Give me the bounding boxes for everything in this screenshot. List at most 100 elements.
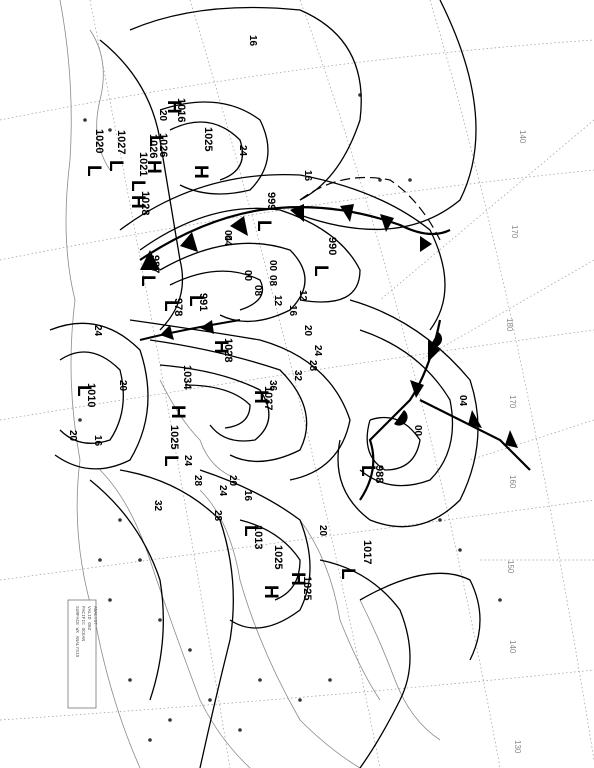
pressure-center-type: H [210, 340, 231, 354]
isobar-label: 36 [267, 380, 278, 392]
pressure-center-value: 990 [326, 237, 338, 255]
pressure-center-type: L [83, 165, 104, 177]
pressure-center-type: L [337, 568, 358, 580]
pressure-center-value: 1025 [168, 425, 180, 449]
pressure-center-value: 1021 [137, 152, 149, 176]
isobar-label: 20 [317, 525, 328, 537]
info-line: SURFACE WX ANALYSIS [74, 606, 80, 658]
pressure-center-type: L [185, 295, 206, 307]
pressure-center-value: 1025 [202, 127, 214, 151]
pressure-center-type: H [250, 390, 271, 404]
isobar-label: 04 [222, 230, 233, 242]
isobar-label: 00 [267, 260, 278, 272]
longitude-label: 170 [508, 395, 517, 409]
longitude-labels: 140 170 180 170 160 150 140 130 [505, 130, 527, 754]
info-box-frame [67, 599, 97, 709]
pressure-center-type: L [105, 160, 126, 172]
info-line: VALID 00Z [86, 606, 92, 631]
pressure-center-value: 1028 [222, 338, 234, 362]
pressure-center-type: L [253, 220, 274, 232]
pressure-center-type: H [260, 585, 281, 599]
longitude-label: 170 [510, 225, 519, 239]
isobar-label: 32 [152, 500, 163, 512]
pressure-center-value: 1025 [272, 545, 284, 569]
isobar-label: 24 [237, 145, 248, 157]
pressure-center-value: 991 [197, 293, 209, 311]
pressure-center-value: 987 [149, 255, 161, 273]
info-box: SURFACE WX ANALYSIS PACIFIC OCEAN VALID … [67, 599, 98, 709]
isobar-label: 20 [227, 475, 238, 487]
coastlines [59, 0, 441, 768]
isobar-label: 12 [272, 295, 283, 307]
pressure-center-value: 1016 [175, 98, 187, 122]
pressure-center-value: 1034 [181, 365, 193, 390]
pressure-center: L 999 [253, 192, 277, 232]
station-plots [78, 93, 502, 742]
pressure-center-type: H [190, 165, 211, 179]
longitude-label: 140 [508, 640, 517, 654]
pressure-center-value: 1017 [361, 540, 373, 564]
info-line: ANALYST [92, 606, 98, 625]
pressure-center: L 1021 [127, 152, 149, 192]
isobar-label: 24 [217, 485, 228, 497]
pressure-center-type: L [310, 265, 331, 277]
isobar-label: 04 [457, 395, 468, 407]
pressure-center-value: 1025 [301, 576, 313, 600]
pressure-center-value: 988 [373, 465, 385, 483]
pressure-center-type: L [73, 385, 94, 397]
pressure-center-value: 1026 [147, 134, 159, 158]
isobar-label: 16 [287, 305, 298, 317]
pressure-center-value: 1026 [157, 133, 169, 157]
pressure-center-value: 1037 [262, 386, 274, 410]
isobar-label: 20 [157, 110, 168, 122]
pressure-center-type: H [143, 160, 164, 174]
fronts [139, 177, 531, 501]
pressure-center-type: L [127, 180, 148, 192]
longitude-label: 130 [513, 740, 522, 754]
isobar-label: 16 [242, 490, 253, 502]
pressure-center-type: L [240, 525, 261, 537]
pressure-center-type: L [357, 465, 378, 477]
pressure-center-value: 978 [172, 298, 184, 316]
isobars [49, 0, 481, 768]
pressure-center-type: H [163, 100, 184, 114]
pressure-center-value: 1027 [115, 130, 127, 154]
isobar-label: 24 [92, 325, 103, 337]
pressure-center-type: H [287, 572, 308, 586]
pressure-center: H 1025 [190, 127, 214, 179]
isobar-label: 16 [92, 435, 103, 447]
pressure-center: L 990 [310, 237, 338, 277]
isobar-label: 08 [267, 275, 278, 287]
pressure-center-type: H [127, 195, 148, 209]
pressure-center-value: 1020 [93, 129, 105, 153]
pressure-center: L 987 [137, 255, 161, 287]
pressure-center: L 1025 [160, 425, 181, 467]
isobar-label: 24 [312, 345, 323, 357]
isobar-label: 24 [182, 455, 193, 467]
pressure-center-type: L [145, 135, 166, 147]
isobar-label: 20 [117, 380, 128, 392]
isobar-label: 16 [247, 35, 258, 47]
longitude-label: 150 [506, 560, 515, 574]
isobar-label: 08 [252, 285, 263, 297]
longitude-label: 180 [505, 318, 514, 332]
longitude-label: 160 [508, 475, 517, 489]
isobar-label: 32 [292, 370, 303, 382]
info-line: PACIFIC OCEAN [80, 606, 86, 641]
isobar-label: 28 [307, 360, 318, 372]
pressure-center-value: 999 [265, 192, 277, 210]
pressure-center-type: L [160, 455, 181, 467]
pressure-center: L 1027 [105, 130, 127, 172]
isobar-label: 04 [222, 235, 233, 247]
pressure-center-type: L [137, 275, 158, 287]
pressure-center: H 1025 [260, 545, 284, 599]
isobar-labels: 16 20 24 16 12 08 04 00 16 20 24 28 32 3… [67, 35, 468, 537]
